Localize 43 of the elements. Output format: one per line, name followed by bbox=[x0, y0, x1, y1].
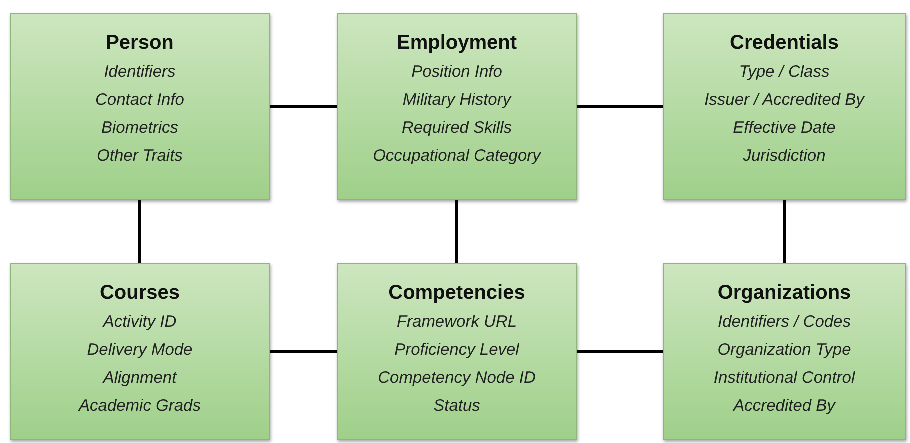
connector-line bbox=[270, 105, 337, 108]
connector-line bbox=[270, 350, 337, 353]
attribute-text: Biometrics bbox=[101, 118, 178, 139]
attribute-text: Required Skills bbox=[402, 118, 512, 139]
entity-title: Credentials bbox=[730, 32, 839, 55]
attribute-text: Effective Date bbox=[733, 118, 836, 139]
attribute-text: Delivery Mode bbox=[87, 340, 193, 361]
attribute-text: Activity ID bbox=[103, 312, 177, 333]
entity-box bbox=[337, 263, 577, 440]
attribute-text: Status bbox=[434, 396, 480, 417]
attribute-text: Jurisdiction bbox=[743, 146, 826, 167]
attribute-text: Issuer / Accredited By bbox=[704, 90, 864, 111]
entity-box bbox=[663, 13, 906, 200]
entity-title: Employment bbox=[396, 32, 518, 55]
attribute-text: Accredited By bbox=[734, 396, 836, 417]
attribute-text: Framework URL bbox=[396, 312, 518, 333]
attribute-text: Alignment bbox=[103, 368, 177, 389]
attribute-text: Proficiency Level bbox=[394, 340, 520, 361]
attribute-text: Other Traits bbox=[97, 146, 183, 167]
attribute-text: Type / Class bbox=[739, 62, 830, 83]
attribute-text: Identifiers bbox=[104, 62, 176, 83]
entity-title: Organizations bbox=[718, 282, 852, 305]
entity-box bbox=[10, 13, 270, 200]
attribute-text: Academic Grads bbox=[79, 396, 201, 417]
entity-box bbox=[10, 263, 270, 440]
entity-title: Person bbox=[106, 32, 174, 55]
connector-line bbox=[577, 350, 663, 353]
entity-box bbox=[663, 263, 906, 440]
entity-box bbox=[337, 13, 577, 200]
attribute-text: Military History bbox=[402, 90, 512, 111]
attribute-text: Competency Node ID bbox=[378, 368, 536, 389]
connector-line bbox=[577, 105, 663, 108]
connector-line bbox=[783, 200, 786, 263]
connector-line bbox=[456, 200, 458, 263]
attribute-text: Occupational Category bbox=[373, 146, 541, 167]
attribute-text: Position Info bbox=[412, 62, 502, 83]
attribute-text: Contact Info bbox=[96, 90, 184, 111]
connector-line bbox=[138, 200, 142, 263]
attribute-text: Identifiers / Codes bbox=[718, 312, 851, 333]
attribute-text: Institutional Control bbox=[714, 368, 856, 389]
attribute-text: Organization Type bbox=[718, 340, 852, 361]
entity-title: Courses bbox=[100, 282, 180, 305]
entity-title: Competencies bbox=[388, 282, 526, 305]
